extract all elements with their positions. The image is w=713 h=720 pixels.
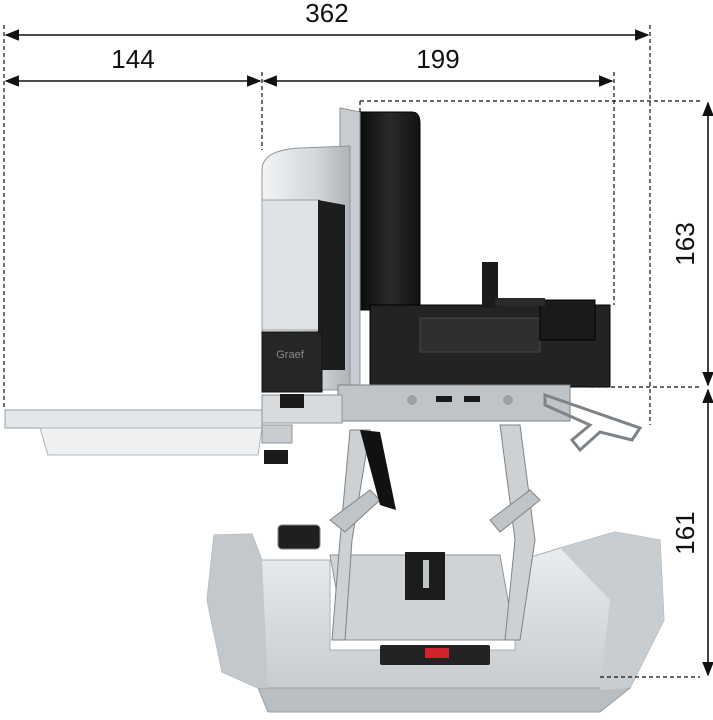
dimension-lower-height: 161 [670, 388, 713, 677]
base-stand [206, 531, 665, 713]
extension-lines [3, 25, 700, 678]
motor-body [261, 145, 351, 393]
guide-rail [337, 384, 643, 453]
dim-label-overall-width: 362 [305, 0, 348, 28]
slicer-illustration: Graef [4, 107, 665, 713]
slice-tray [4, 394, 396, 510]
linkage-arms [277, 424, 541, 641]
thumb-lever [277, 524, 321, 550]
food-carriage [369, 262, 611, 388]
dimension-tray-width: 144 [4, 44, 262, 87]
red-indicator [425, 648, 449, 658]
carriage-box [329, 552, 516, 665]
brand-logo: Graef [276, 349, 304, 361]
dimension-body-width: 199 [262, 44, 614, 87]
dim-label-lower-height: 161 [670, 511, 700, 554]
dimension-overall-width: 362 [4, 0, 650, 41]
dimension-upper-height: 163 [670, 101, 713, 387]
dim-label-body-width: 199 [416, 44, 459, 74]
dim-label-tray-width: 144 [111, 44, 154, 74]
dim-label-upper-height: 163 [670, 222, 700, 265]
